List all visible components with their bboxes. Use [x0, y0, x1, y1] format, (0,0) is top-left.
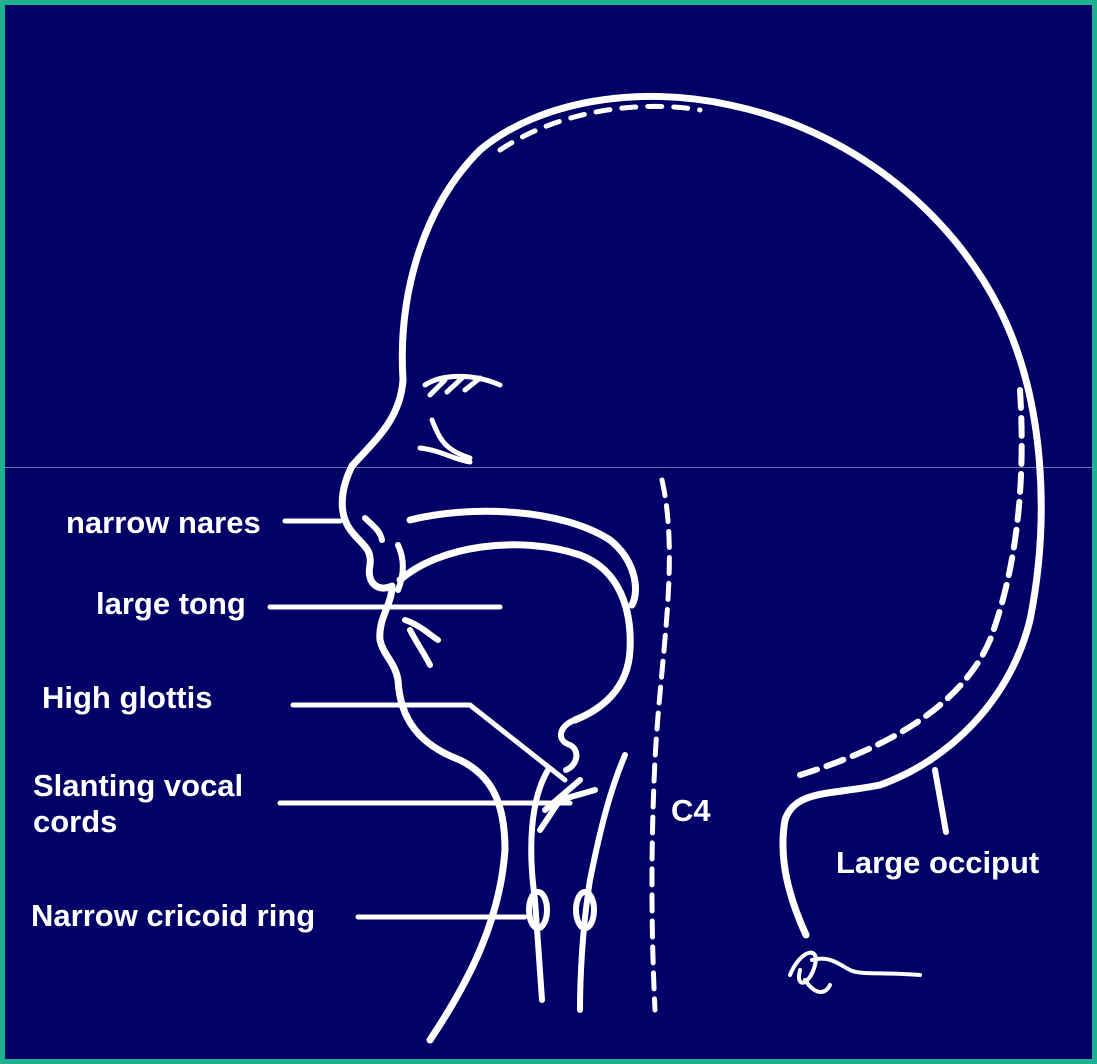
nostril — [365, 518, 382, 540]
crown-detail — [500, 106, 700, 150]
label-high-glottis: High glottis — [42, 680, 212, 716]
label-large-tong: large tong — [96, 586, 246, 622]
label-c4: C4 — [671, 793, 711, 829]
label-large-occiput: Large occiput — [836, 845, 1039, 881]
face-profile — [342, 466, 505, 1040]
tongue-outline — [400, 545, 630, 720]
cervical-spine — [652, 480, 669, 1010]
artist-signature — [790, 953, 920, 992]
label-slanting-vocal-cords: Slanting vocal cords — [33, 768, 273, 840]
eyebrow — [425, 376, 500, 395]
epiglottis — [561, 720, 576, 770]
label-narrow-nares: narrow nares — [66, 505, 261, 541]
occiput-inner-contour — [800, 390, 1022, 775]
label-narrow-cricoid-ring: Narrow cricoid ring — [31, 898, 315, 934]
eye — [420, 420, 470, 462]
leader-large-occiput — [935, 770, 946, 832]
